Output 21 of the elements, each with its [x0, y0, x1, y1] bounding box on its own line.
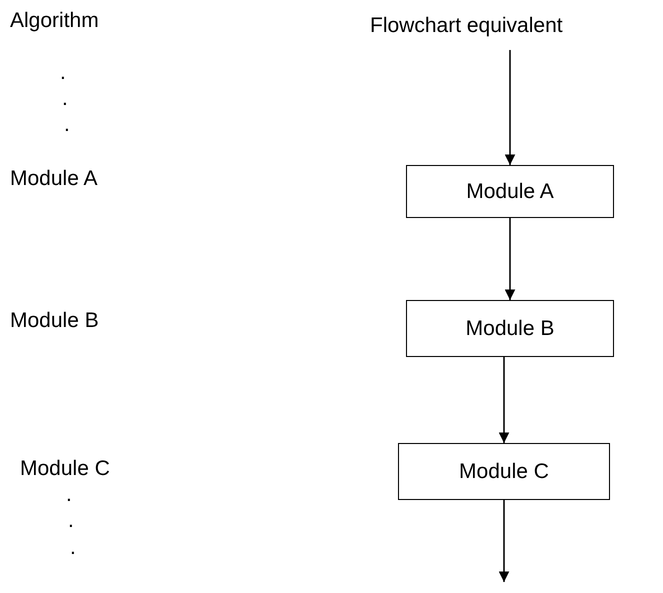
arrow: [498, 357, 510, 443]
arrow: [498, 500, 510, 582]
text-label: .: [70, 537, 76, 558]
text-label: .: [66, 484, 72, 505]
column-heading: Algorithm: [10, 10, 99, 31]
node-label: Module C: [459, 460, 549, 484]
arrow: [504, 50, 516, 165]
node-label: Module A: [466, 180, 554, 204]
process-box: [406, 165, 614, 218]
text-label: Module A: [10, 168, 98, 189]
text-label: .: [60, 62, 66, 83]
process-box: [398, 443, 610, 500]
text-label: Module C: [20, 458, 110, 479]
text-label: .: [64, 114, 70, 135]
text-label: Module B: [10, 310, 99, 331]
text-label: .: [62, 88, 68, 109]
process-box: [406, 300, 614, 357]
column-heading: Flowchart equivalent: [370, 15, 563, 36]
arrow: [504, 218, 516, 300]
node-label: Module B: [466, 316, 554, 340]
text-label: .: [68, 510, 74, 531]
